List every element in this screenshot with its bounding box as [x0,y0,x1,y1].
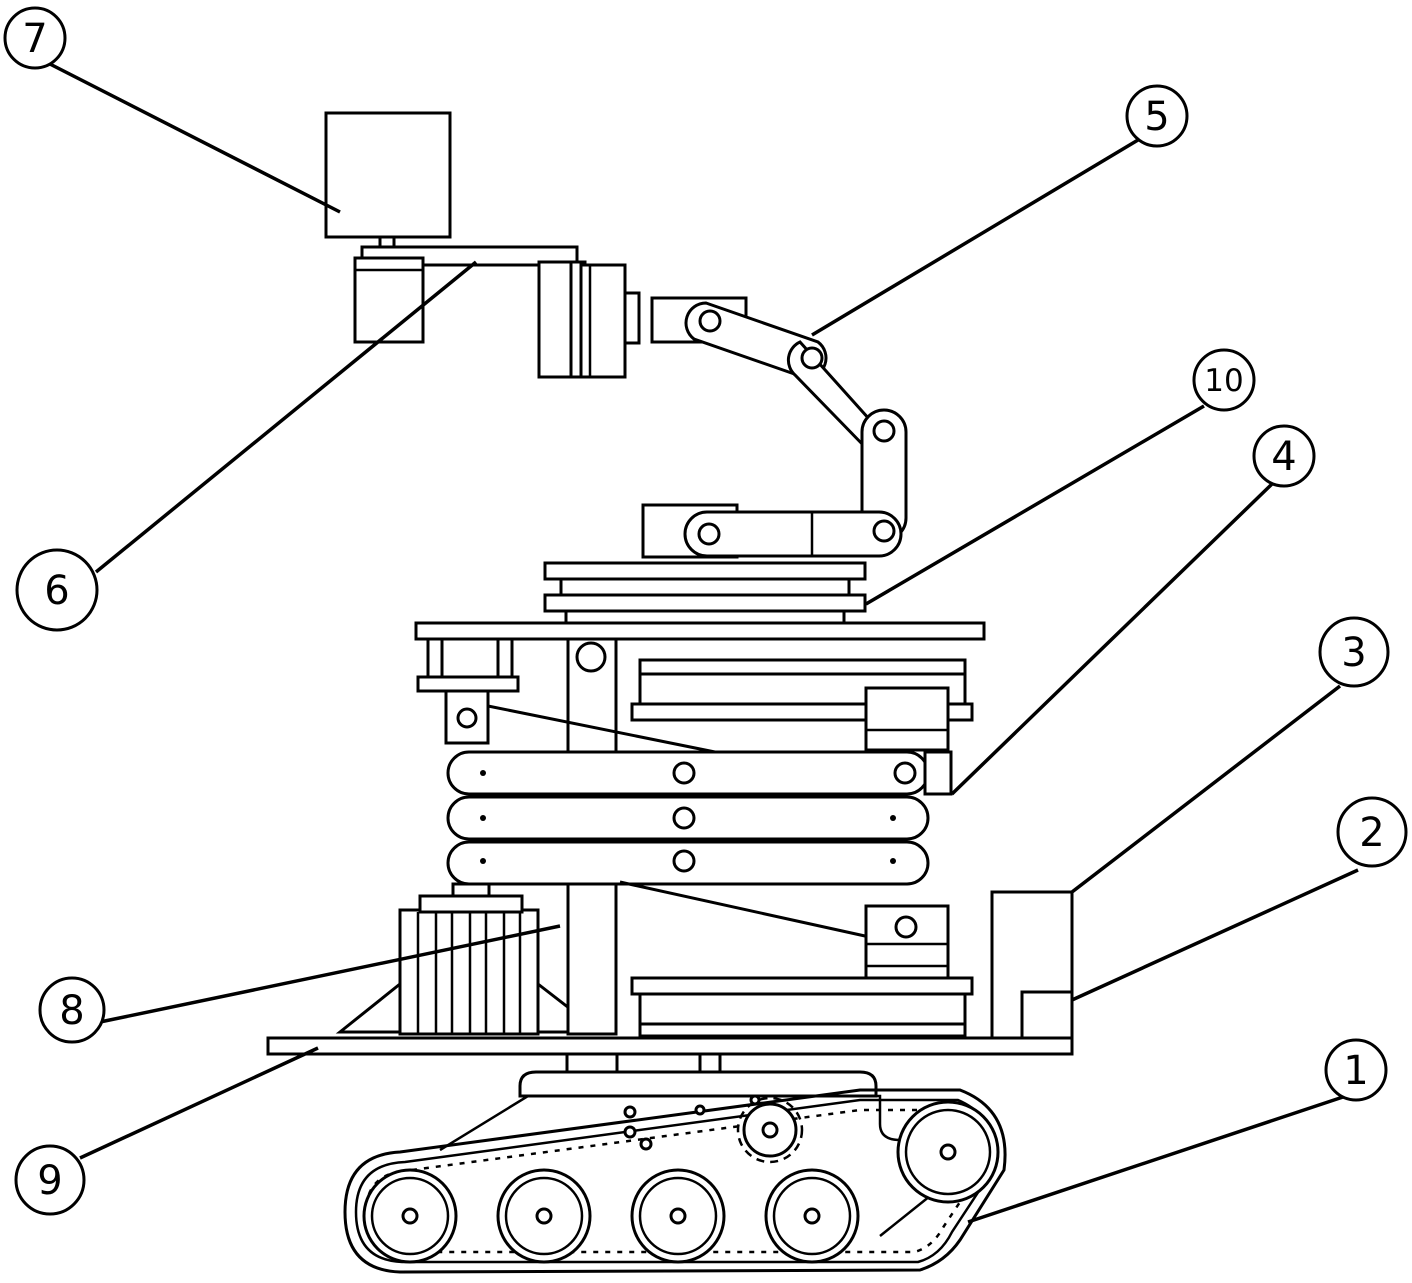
left-bracket [416,637,520,745]
callout-1-label: 1 [1343,1048,1368,1094]
leader-10 [865,404,1205,606]
lower-drive [630,904,974,1038]
callout-4: 4 [1252,424,1316,488]
callout-10: 10 [1192,348,1256,412]
battery-pack [335,882,618,1036]
robot-arm [641,301,908,559]
callout-4-label: 4 [1271,434,1296,480]
callout-8-label: 8 [59,988,84,1034]
callout-8: 8 [38,976,106,1044]
base-plate [266,1036,1074,1098]
leader-2 [1071,868,1359,1002]
camera-box [324,111,452,239]
callout-10-label: 10 [1204,363,1243,399]
controller-box [990,890,1074,1042]
callout-1: 1 [1324,1038,1388,1102]
callout-5: 5 [1125,84,1189,148]
leader-9 [79,1046,319,1160]
callout-9: 9 [14,1144,86,1216]
callout-5-label: 5 [1144,94,1169,140]
callout-6: 6 [15,548,99,632]
scissor-lift [446,704,953,938]
leader-5 [811,138,1139,337]
leader-4 [950,482,1274,796]
camera-mount [353,235,748,379]
leader-8 [99,924,561,1024]
leader-1 [967,1094,1347,1224]
leader-6 [94,260,478,574]
track-chassis [343,1088,1007,1274]
leader-3 [1070,684,1342,894]
callout-3-label: 3 [1341,630,1366,676]
callout-2-label: 2 [1359,810,1384,856]
callout-3: 3 [1318,616,1390,688]
callout-7-label: 7 [22,16,47,62]
leader-lines [45,60,1359,1224]
callout-7: 7 [3,6,67,70]
callout-2: 2 [1336,796,1408,868]
leader-7 [45,60,341,214]
upper-drive [630,658,974,752]
callout-9-label: 9 [37,1158,62,1204]
callout-6-label: 6 [44,568,69,614]
